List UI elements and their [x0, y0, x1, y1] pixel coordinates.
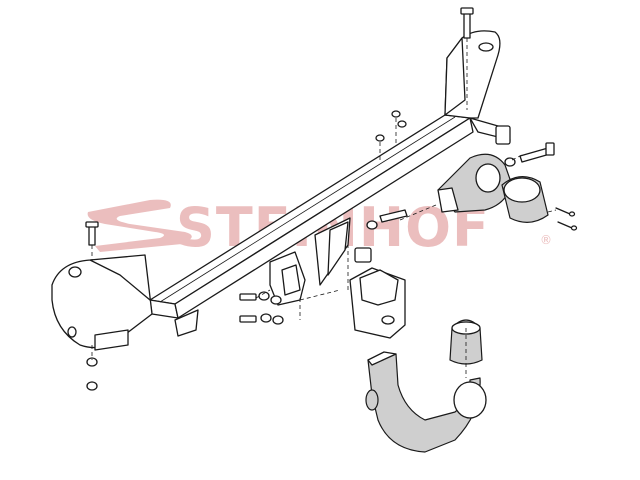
hex-nuts — [86, 110, 516, 391]
clamp-block — [349, 247, 406, 339]
socket-plate — [437, 153, 513, 213]
left-side-bracket — [51, 254, 153, 351]
right-bolt — [519, 142, 555, 163]
watermark-registered-mark: ® — [540, 233, 552, 247]
socket-screws — [555, 207, 578, 231]
right-side-bracket — [444, 30, 511, 145]
watermark-logo-swoosh — [87, 199, 192, 252]
electrical-socket — [501, 176, 549, 223]
center-bracket-left — [269, 251, 306, 306]
detachable-ball-neck — [365, 351, 487, 453]
left-bolt — [85, 221, 99, 246]
assembly-guide-lines — [91, 38, 557, 378]
crossbar-mount-tab — [174, 309, 199, 337]
main-crossbar — [149, 114, 474, 319]
crossbar-bolts-left — [239, 291, 284, 325]
center-bolt — [366, 209, 408, 230]
